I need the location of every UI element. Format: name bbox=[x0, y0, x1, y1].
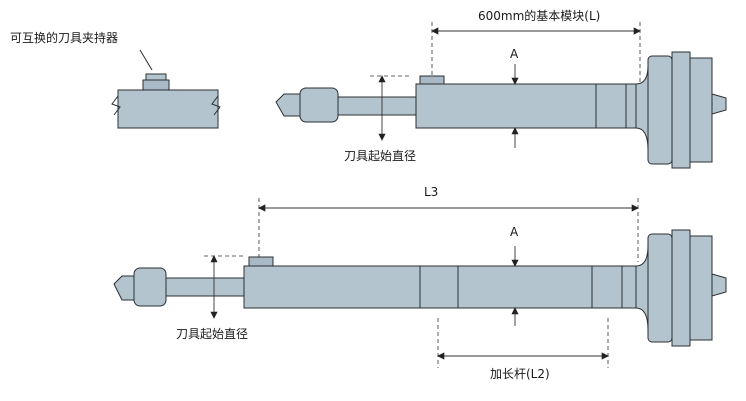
top-assembly: 600mm的基本模块(L) A 刀具起始直径 bbox=[275, 8, 727, 169]
top-tool-head bbox=[299, 87, 339, 123]
bottom-section-a-label: A bbox=[510, 225, 519, 239]
holder-bar-section bbox=[117, 89, 219, 129]
top-section-a-label: A bbox=[510, 47, 519, 61]
holder-break-right bbox=[211, 95, 221, 116]
bottom-main-bar bbox=[243, 265, 637, 309]
holder-clamp bbox=[145, 73, 167, 81]
bottom-start-diameter-label: 刀具起始直径 bbox=[176, 327, 248, 341]
bottom-holder-clamp bbox=[248, 256, 274, 267]
bottom-flange-1 bbox=[647, 233, 673, 343]
bottom-flange-neck bbox=[635, 245, 649, 331]
l3-label: L3 bbox=[424, 185, 438, 199]
top-flange-neck bbox=[635, 65, 649, 151]
bottom-flange-2 bbox=[671, 229, 691, 347]
holder-insert bbox=[142, 79, 170, 91]
l2-label: 加长杆(L2) bbox=[490, 367, 550, 381]
bottom-assembly: L3 A 刀具起始直径 加长杆(L2) bbox=[113, 185, 727, 381]
bottom-flange-3 bbox=[689, 235, 713, 341]
holder-detail: 可互换的刀具夹持器 bbox=[10, 30, 221, 129]
top-tool-tip bbox=[275, 93, 301, 117]
top-flange-tail bbox=[711, 93, 727, 115]
top-holder-clamp bbox=[419, 75, 445, 85]
bottom-flange-tail bbox=[711, 273, 727, 297]
bottom-tool-shank bbox=[165, 277, 247, 297]
holder-label: 可互换的刀具夹持器 bbox=[10, 30, 118, 45]
top-start-diameter-label: 刀具起始直径 bbox=[344, 149, 416, 163]
base-module-label: 600mm的基本模块(L) bbox=[478, 8, 600, 23]
holder-leader-line bbox=[139, 49, 153, 71]
top-flange-3 bbox=[689, 57, 713, 163]
top-tool-shank bbox=[337, 96, 417, 116]
top-flange-1 bbox=[647, 55, 673, 165]
top-main-bar bbox=[415, 83, 637, 129]
bottom-tool-head bbox=[133, 267, 167, 307]
top-flange-2 bbox=[671, 51, 691, 169]
holder-break-left bbox=[111, 95, 121, 116]
bottom-tool-tip bbox=[113, 275, 135, 301]
